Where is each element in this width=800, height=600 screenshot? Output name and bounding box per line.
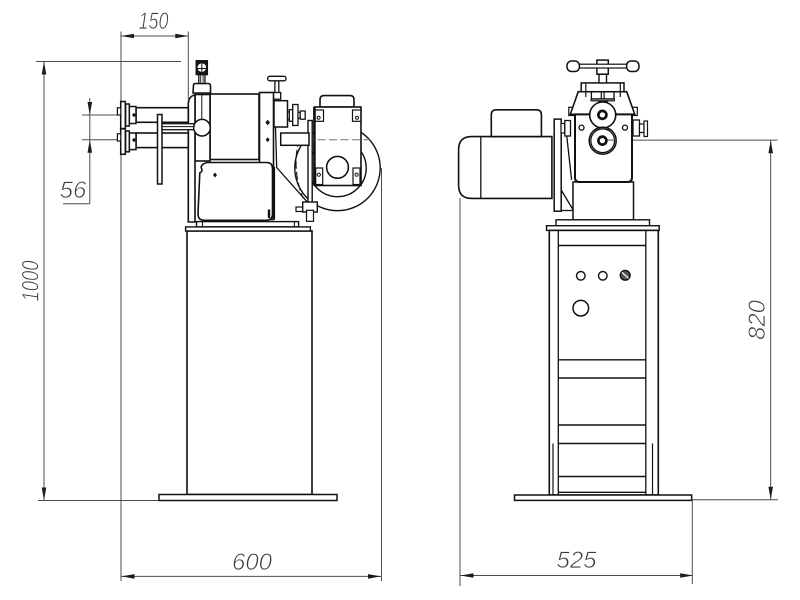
svg-text:56: 56: [60, 177, 87, 204]
svg-text:600: 600: [232, 549, 273, 576]
svg-text:820: 820: [744, 299, 771, 340]
svg-text:525: 525: [556, 547, 597, 574]
svg-text:150: 150: [139, 8, 169, 35]
svg-text:1000: 1000: [18, 260, 45, 302]
